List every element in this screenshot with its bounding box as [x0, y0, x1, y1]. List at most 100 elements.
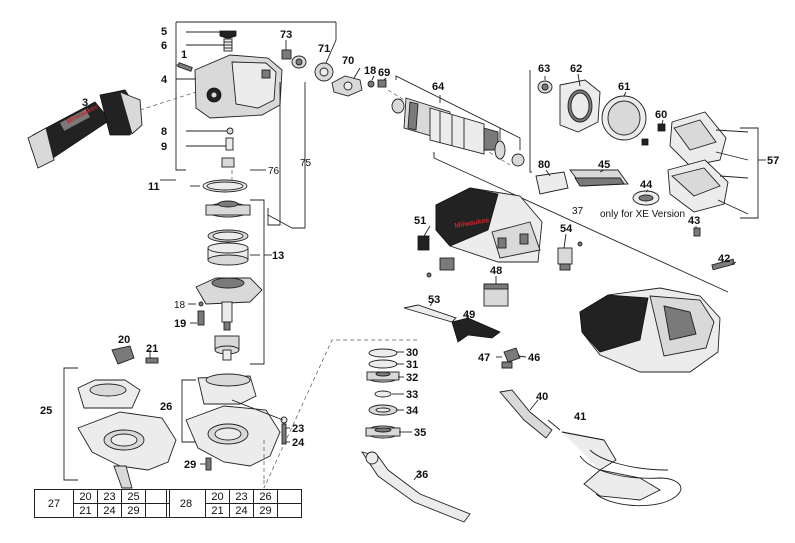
guards [63, 367, 288, 489]
brush-holder-group [529, 70, 666, 173]
label-25: 25 [40, 405, 52, 417]
washer-8 [226, 127, 234, 135]
leader-lines [91, 64, 737, 481]
label-9: 9 [161, 141, 167, 153]
table-cell: 23 [229, 489, 254, 504]
label-13: 13 [272, 250, 284, 262]
label-69: 69 [378, 67, 390, 79]
label-40: 40 [536, 391, 548, 403]
label-18b: 18 [364, 65, 376, 77]
screw-19 [197, 310, 205, 326]
label-35: 35 [414, 427, 426, 439]
xe-version-note: only for XE Version [600, 209, 685, 220]
table-cell: 20 [73, 489, 98, 504]
label-63: 63 [538, 63, 550, 75]
cable-41 [561, 431, 661, 501]
label-36: 36 [416, 469, 428, 481]
lock-button [219, 30, 237, 39]
label-26: 26 [160, 401, 172, 413]
label-43: 43 [688, 215, 700, 227]
label-30: 30 [406, 347, 418, 359]
table-cell: 29 [253, 503, 278, 518]
label-47: 47 [478, 352, 490, 364]
label-23: 23 [292, 423, 304, 435]
armature [387, 75, 525, 167]
table-cell: 24 [97, 503, 122, 518]
ring-30 [368, 348, 398, 358]
part-labels: 5 6 1 4 3 8 9 11 76 75 13 18 19 73 71 70… [40, 26, 779, 481]
label-60: 60 [655, 109, 667, 121]
parts-table-right: 28 20 23 26 21 24 29 [166, 489, 302, 518]
rod-53 [403, 304, 457, 323]
label-21: 21 [146, 343, 158, 355]
pin-9 [225, 137, 234, 151]
label-29: 29 [184, 459, 196, 471]
table-cell: 21 [205, 503, 230, 518]
label-32: 32 [406, 372, 418, 384]
table-cell: 25 [121, 489, 146, 504]
switch-54 [557, 247, 573, 265]
table-cell: 20 [205, 489, 230, 504]
lever-49 [451, 317, 501, 343]
table-left-head: 27 [34, 489, 74, 518]
label-54: 54 [560, 223, 573, 235]
wrench-36 [360, 451, 471, 523]
label-3: 3 [82, 97, 88, 109]
label-48: 48 [490, 265, 502, 277]
label-8: 8 [161, 126, 167, 138]
label-73: 73 [280, 29, 292, 41]
screw-21 [145, 357, 159, 364]
table-cell [277, 503, 302, 518]
label-45: 45 [598, 159, 610, 171]
table-cell: 21 [73, 503, 98, 518]
ring-33 [374, 390, 392, 398]
part-73 [281, 49, 292, 60]
motor-housing: Milwaukee [435, 187, 543, 263]
table-cell: 23 [97, 489, 122, 504]
label-41: 41 [574, 411, 586, 423]
bearing-group [267, 39, 337, 229]
gear-head-group [175, 21, 337, 171]
label-70: 70 [342, 55, 354, 67]
label-1: 1 [181, 49, 187, 61]
part-60 [657, 123, 666, 132]
table-cell [277, 489, 302, 504]
strain-relief-40 [499, 389, 553, 439]
label-51: 51 [414, 215, 426, 227]
bushing [221, 157, 235, 168]
table-cell: 26 [253, 489, 278, 504]
electronics-group [433, 152, 729, 293]
spindle-stack [188, 170, 272, 365]
label-49: 49 [463, 309, 475, 321]
label-20: 20 [118, 334, 130, 346]
label-4: 4 [161, 74, 168, 86]
screw-1 [177, 62, 193, 72]
side-handle: Milwaukee [27, 89, 197, 169]
screw-29 [205, 457, 212, 471]
spindle [221, 301, 233, 323]
table-right-head: 28 [166, 489, 206, 518]
label-71: 71 [318, 43, 330, 55]
label-61: 61 [618, 81, 630, 93]
label-18a: 18 [174, 300, 186, 311]
spring-6 [223, 38, 233, 52]
label-5: 5 [161, 26, 167, 38]
bearing-plate-group [331, 75, 387, 97]
washer-18 [367, 80, 375, 88]
switch-group [403, 235, 583, 369]
part-80 [535, 171, 569, 195]
part-46 [503, 347, 521, 363]
label-24: 24 [292, 437, 305, 449]
clip [439, 257, 455, 271]
label-44: 44 [640, 179, 653, 191]
ring-31 [368, 359, 398, 369]
rear-cover [579, 227, 735, 373]
label-64: 64 [432, 81, 445, 93]
label-37: 37 [572, 206, 584, 217]
screw-43 [693, 227, 701, 237]
label-19: 19 [174, 318, 186, 330]
label-42: 42 [718, 253, 730, 265]
cable-group [499, 389, 682, 507]
